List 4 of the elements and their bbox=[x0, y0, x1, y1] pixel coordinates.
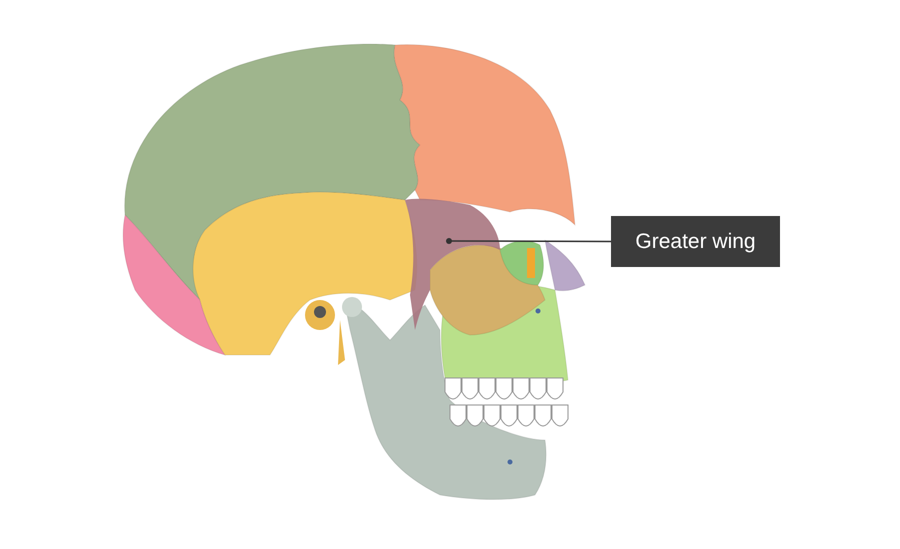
label-text: Greater wing bbox=[635, 230, 756, 254]
label-box bbox=[611, 216, 780, 267]
leader-line bbox=[446, 238, 611, 244]
greater-wing-region bbox=[405, 198, 500, 330]
